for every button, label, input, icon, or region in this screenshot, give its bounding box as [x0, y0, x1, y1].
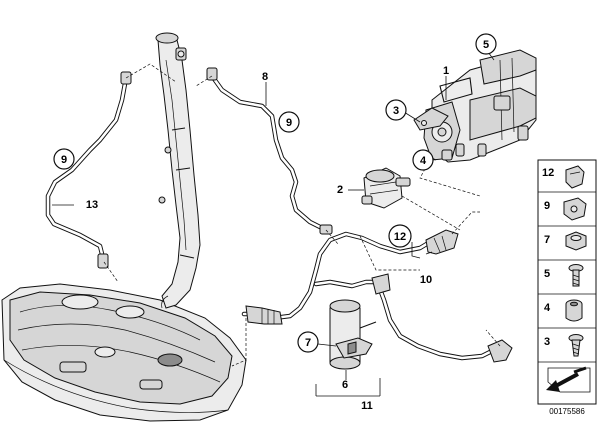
- small-parts-legend: 12 9 7 5 4 3: [537, 159, 597, 405]
- svg-text:9: 9: [61, 154, 67, 166]
- activated-carbon-canister: [423, 49, 537, 163]
- callout-9-right: 9: [278, 111, 300, 133]
- svg-text:5: 5: [544, 268, 550, 280]
- purge-valve: [361, 167, 411, 209]
- legend-item-4: 4: [544, 299, 583, 322]
- part-number-label: 00175586: [549, 407, 585, 416]
- svg-text:12: 12: [542, 167, 554, 179]
- svg-text:9: 9: [544, 200, 550, 212]
- svg-text:2: 2: [337, 184, 343, 196]
- legend-item-9: 9: [544, 197, 587, 221]
- callout-1: 1: [443, 65, 449, 77]
- hose-assembly: [241, 229, 513, 363]
- callout-9-left: 9: [53, 148, 75, 170]
- svg-text:10: 10: [420, 274, 432, 286]
- svg-text:7: 7: [305, 337, 311, 349]
- svg-text:11: 11: [361, 400, 373, 412]
- callout-6: 6: [342, 379, 348, 391]
- callout-2: 2: [337, 184, 343, 196]
- filler-neck-pipe: [155, 32, 201, 309]
- callout-4: 4: [412, 149, 434, 171]
- svg-text:8: 8: [262, 71, 268, 83]
- legend-item-12: 12: [542, 165, 585, 189]
- svg-text:12: 12: [394, 231, 406, 243]
- svg-text:4: 4: [544, 302, 551, 314]
- svg-text:1: 1: [443, 65, 449, 77]
- svg-text:6: 6: [342, 379, 348, 391]
- vent-line-13: [45, 71, 132, 269]
- svg-text:00175586: 00175586: [549, 407, 585, 416]
- arrow-icon: [546, 366, 591, 393]
- vent-line-8: [206, 67, 333, 235]
- legend-item-7: 7: [544, 231, 587, 251]
- svg-text:9: 9: [286, 117, 292, 129]
- leak-diagnosis-pump: [329, 299, 377, 370]
- legend-item-5: 5: [544, 264, 584, 287]
- callout-8: 8: [262, 71, 268, 83]
- fuel-tank: [1, 283, 247, 422]
- callout-7: 7: [297, 331, 319, 353]
- svg-text:3: 3: [544, 336, 550, 348]
- svg-text:7: 7: [544, 234, 550, 246]
- svg-text:4: 4: [420, 155, 427, 167]
- callout-3: 3: [385, 99, 407, 121]
- callout-12: 12: [388, 224, 412, 248]
- svg-text:13: 13: [86, 199, 98, 211]
- callout-5: 5: [475, 33, 497, 55]
- callout-10: 10: [420, 274, 432, 286]
- callout-13: 13: [86, 199, 98, 211]
- svg-text:5: 5: [483, 39, 489, 51]
- svg-text:3: 3: [393, 105, 399, 117]
- bracket-3: [413, 107, 449, 131]
- legend-item-3: 3: [544, 334, 584, 357]
- callout-11: 11: [361, 400, 373, 412]
